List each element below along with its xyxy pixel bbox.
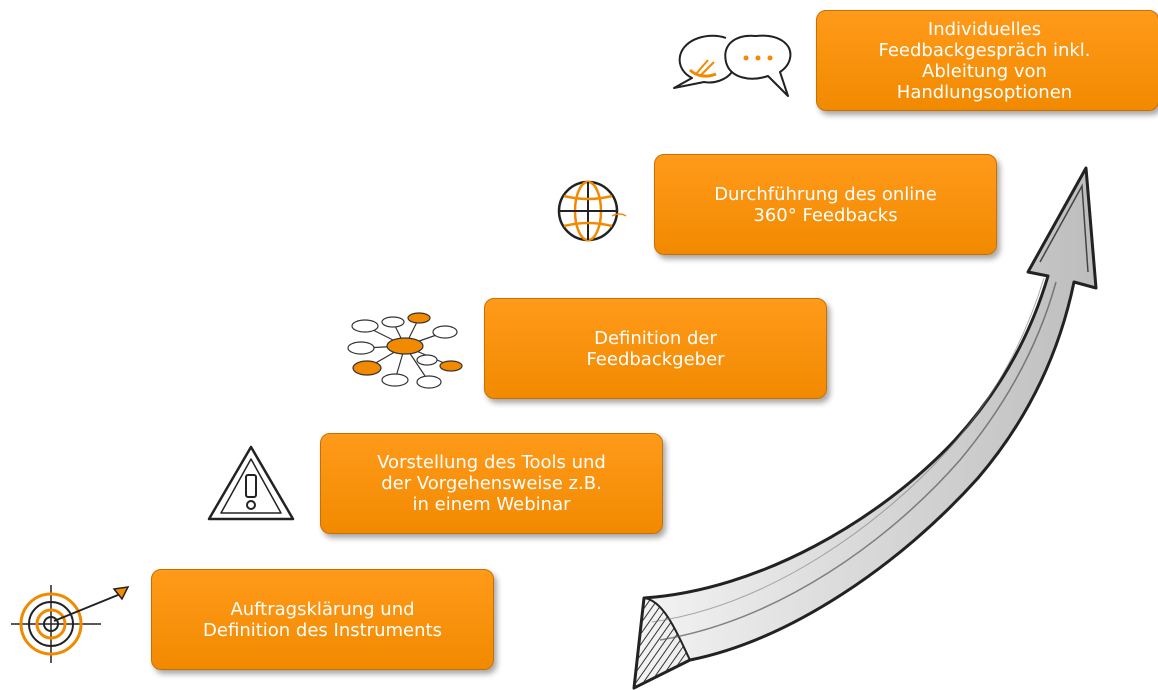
step-5-label: Individuelles Feedbackgespräch inkl. Abl… [878,18,1091,103]
network-map-icon [347,312,463,389]
target-dart-icon [11,585,130,663]
step-4-box: Durchführung des online 360° Feedbacks [654,154,997,255]
step-3-label: Definition der Feedbackgeber [586,327,725,370]
step-4-label: Durchführung des online 360° Feedbacks [714,183,937,226]
step-2-box: Vorstellung des Tools und der Vorgehensw… [320,433,663,534]
globe-icon [557,180,627,242]
step-3-box: Definition der Feedbackgeber [484,298,827,399]
warning-triangle-icon [207,445,295,521]
step-5-box: Individuelles Feedbackgespräch inkl. Abl… [816,10,1158,111]
step-2-label: Vorstellung des Tools und der Vorgehensw… [377,452,606,515]
step-1-box: Auftragsklärung und Definition des Instr… [151,569,494,670]
step-1-label: Auftragsklärung und Definition des Instr… [203,598,442,641]
speech-bubbles-icon [673,34,792,97]
